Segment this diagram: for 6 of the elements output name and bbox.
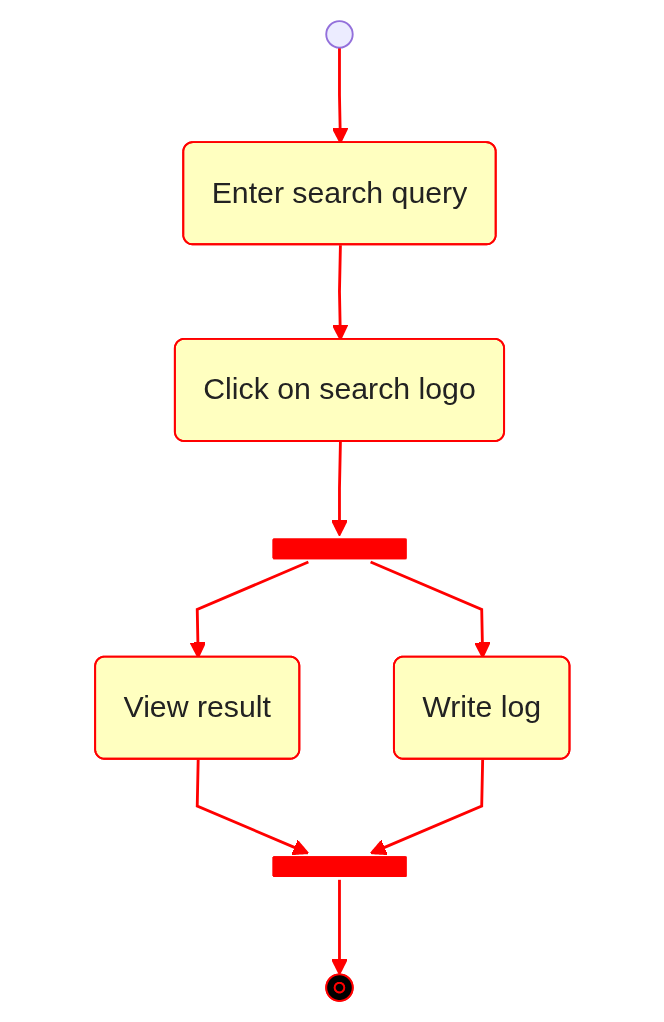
arrow — [331, 47, 349, 144]
arrow — [330, 879, 348, 976]
arrow — [195, 759, 309, 856]
arrow — [330, 441, 348, 537]
node-circle — [324, 20, 354, 49]
arrow — [369, 759, 484, 856]
